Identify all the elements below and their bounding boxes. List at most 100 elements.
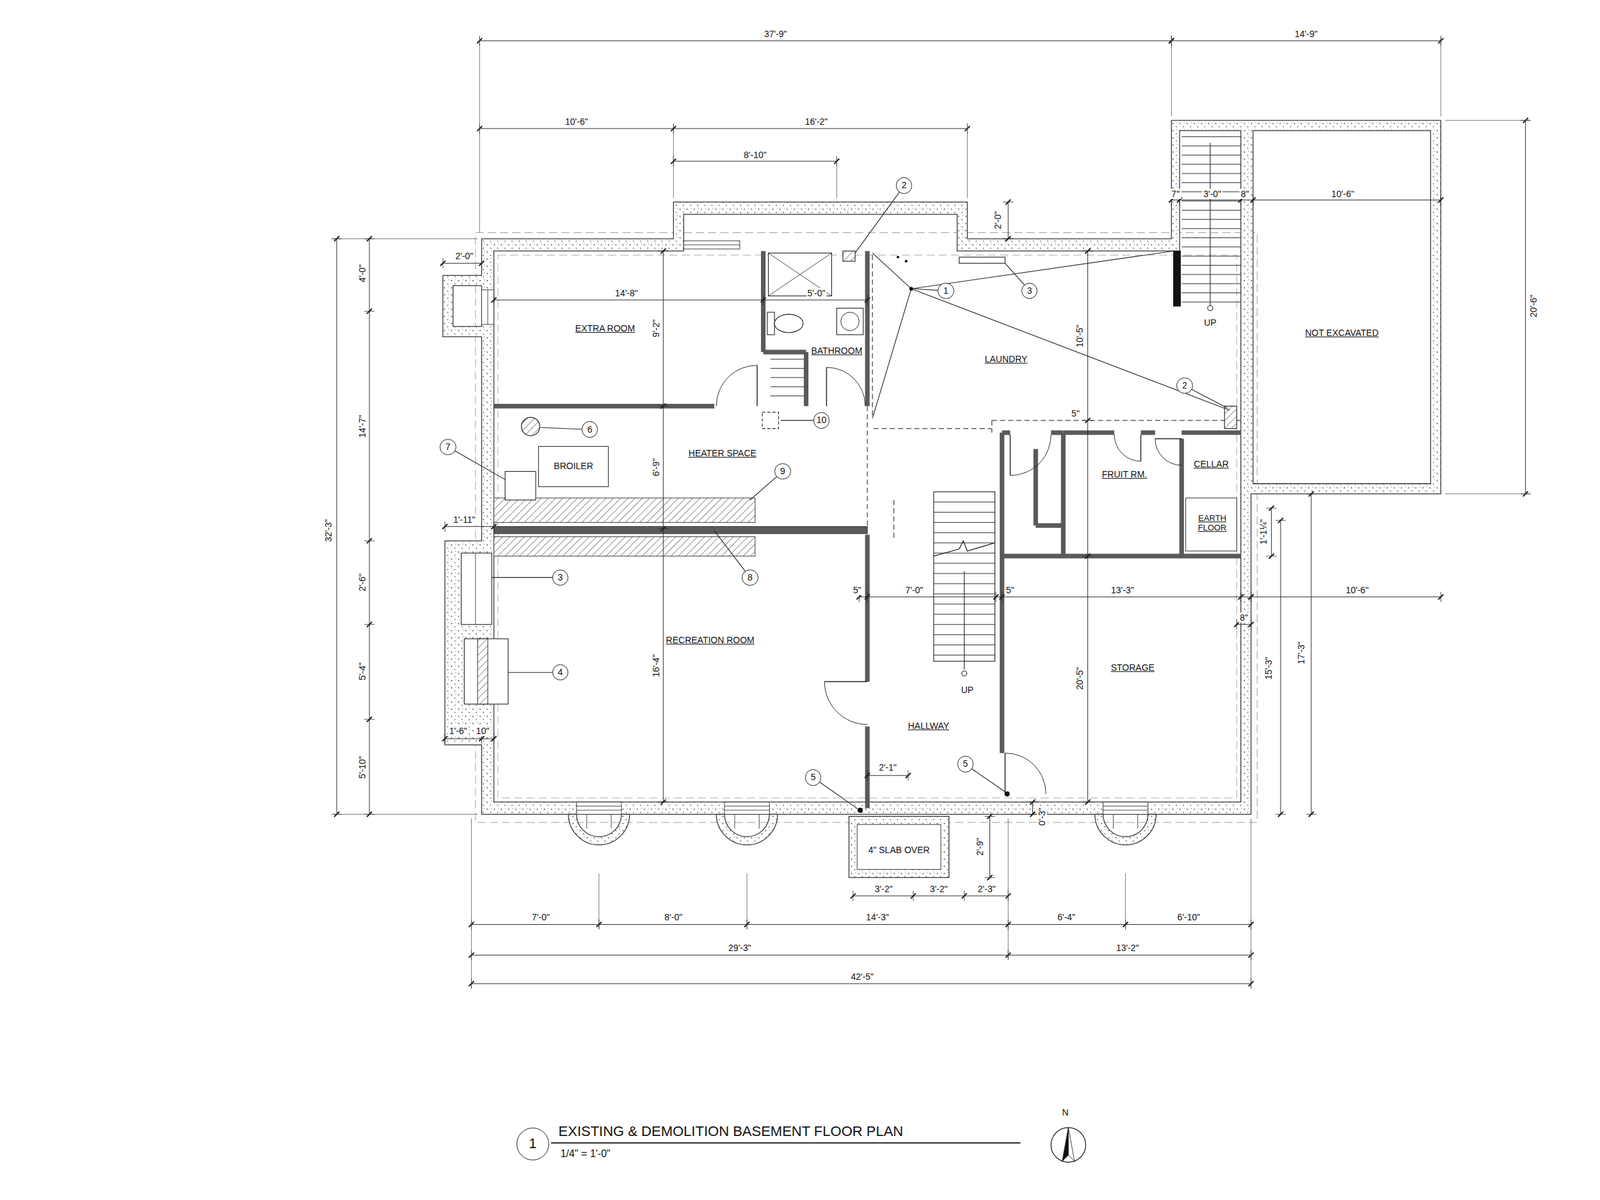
callout-number: 9 [774, 463, 792, 480]
dimension-text: 2'-9" [974, 836, 985, 857]
window-well [1095, 814, 1157, 845]
window-frame [759, 814, 760, 829]
dimension-text: 8" [1239, 188, 1251, 200]
room-name: HEATER SPACE [687, 448, 758, 459]
door-leaf [1004, 753, 1006, 795]
node-text: 2 [901, 180, 907, 191]
extension-line [1250, 818, 1252, 989]
dimension-text: 3'-0" [1201, 188, 1223, 200]
dimension-text: 2'-3" [976, 883, 998, 895]
stair-tread [1181, 182, 1241, 184]
demolition-line [867, 406, 868, 527]
dimension-line [442, 263, 482, 264]
extension-line [867, 592, 868, 603]
interior-wall [1063, 430, 1115, 435]
stair-tread [933, 563, 996, 564]
callout-number: 3 [1021, 282, 1039, 300]
dimension [476, 35, 1174, 47]
dimension-line [1236, 624, 1251, 625]
window-frame [734, 814, 735, 829]
extension-line [836, 157, 838, 199]
dimension-line [1280, 520, 1281, 815]
dimension-text: 4'-0" [357, 263, 368, 284]
extension-line [1002, 201, 1014, 203]
dimension-line [1008, 202, 1009, 239]
stair-tread [1181, 136, 1241, 137]
callout-number: 2 [1176, 377, 1193, 395]
dimension-text: 14'-3" [864, 912, 891, 923]
room-name: EXTRA ROOM [574, 323, 637, 334]
interior-wall [1141, 430, 1156, 435]
leader-line [813, 777, 859, 809]
extension-line [444, 733, 446, 744]
leader-dot [896, 256, 900, 259]
extension-line [1250, 592, 1252, 603]
node-text: 3 [557, 572, 563, 583]
extension-line [657, 405, 669, 407]
node-text: 3 [1027, 286, 1033, 296]
dimension-text: 15'-3" [1263, 655, 1274, 681]
window [1103, 801, 1149, 815]
room-name: LAUNDRY [983, 353, 1030, 365]
extension-line [984, 816, 996, 817]
door-swing [1155, 439, 1182, 466]
dimension-text: 16'-4" [650, 652, 662, 679]
stair-tread [1181, 218, 1241, 220]
stair-tread [933, 501, 996, 503]
callout-number: 6 [581, 421, 599, 438]
dimension-text: 8'-10" [742, 149, 768, 160]
extension-line [657, 250, 669, 252]
leader-line [855, 185, 905, 253]
dimension [1002, 199, 1014, 242]
callout-number: 5 [805, 769, 822, 786]
dimension-text: 6'-9" [650, 456, 662, 478]
dimension-text: 1'-1¼" [1258, 517, 1269, 546]
extension-line [332, 238, 478, 240]
north-arrow [1068, 1127, 1075, 1162]
leader-line [448, 446, 505, 480]
window-glass [576, 805, 622, 807]
window [481, 289, 495, 325]
interior-wall [1002, 553, 1241, 559]
dimension-text: 2'-1" [877, 762, 898, 773]
door-leaf [826, 367, 827, 407]
dimension-text: 1'-6" [448, 725, 469, 736]
vent [959, 257, 1006, 264]
demolition-line [893, 499, 895, 541]
interior-wall [999, 432, 1005, 754]
node-text: 4 [557, 667, 563, 678]
extension-line [746, 873, 748, 929]
window-glass [724, 809, 770, 811]
dimension-text: 5'-4" [357, 661, 368, 682]
door-leaf [824, 680, 868, 682]
dimension-text: 10'-6" [1344, 584, 1371, 596]
stair-tread [933, 522, 996, 523]
window-well [716, 814, 778, 845]
slab-area [856, 824, 941, 870]
door-swing [824, 681, 868, 725]
dimension-line [494, 299, 868, 301]
drawing-title: EXISTING & DEMOLITION BASEMENT FLOOR PLA… [557, 1123, 905, 1140]
callout-number: 2 [896, 177, 913, 194]
dimension [364, 236, 375, 817]
floor-plan [331, 35, 1531, 1163]
dimension-text: 7" [1169, 188, 1181, 200]
dimension-text: 10'-6" [563, 116, 590, 127]
dimension-line [1271, 508, 1272, 557]
shelf-line [770, 386, 805, 388]
interior-wall [760, 250, 766, 352]
extension-line [1027, 801, 1039, 803]
extension-line [762, 295, 764, 306]
node-text: 9 [780, 466, 786, 477]
window-glass [724, 805, 770, 807]
stair-tread [1181, 163, 1241, 165]
dimension-text: 5'-10" [357, 754, 368, 781]
dimension-text: 20'-6" [1528, 293, 1539, 319]
extension-line [481, 257, 482, 269]
extension-line [1125, 873, 1126, 929]
leader-line [872, 252, 912, 289]
dimension-line [853, 895, 1008, 896]
window-glass [683, 244, 740, 246]
dimension-line [336, 238, 338, 815]
